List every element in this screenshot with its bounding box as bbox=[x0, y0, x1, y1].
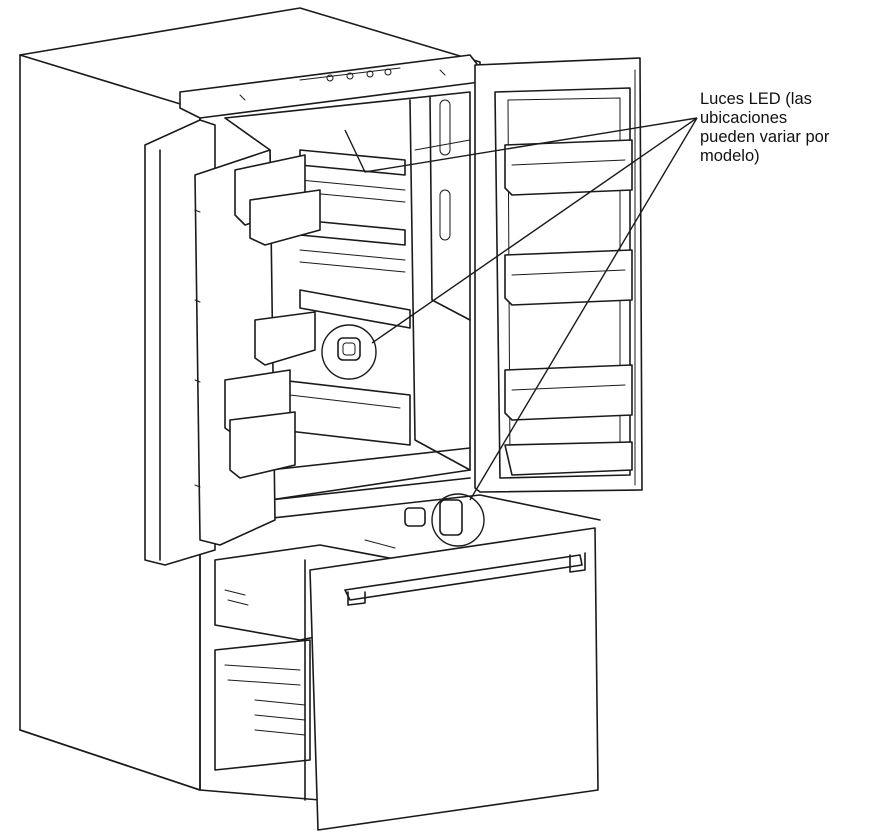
right-door bbox=[474, 57, 643, 493]
callout-line-4: modelo) bbox=[700, 147, 760, 165]
callout-leader-lines bbox=[344, 117, 698, 501]
led-highlight-circle-bottom bbox=[431, 493, 485, 547]
callout-line-3: pueden variar por bbox=[700, 128, 830, 146]
callout-line-2: ubicaciones bbox=[700, 109, 788, 127]
led-lights-callout: Luces LED (las ubicaciones pueden variar… bbox=[700, 90, 870, 166]
cabinet-body bbox=[19, 7, 481, 801]
led-highlights bbox=[321, 324, 485, 547]
freezer-drawer bbox=[214, 527, 599, 831]
callout-line-1: Luces LED (las bbox=[700, 90, 812, 108]
left-door bbox=[144, 119, 321, 566]
led-highlight-circle-middle bbox=[321, 324, 377, 380]
